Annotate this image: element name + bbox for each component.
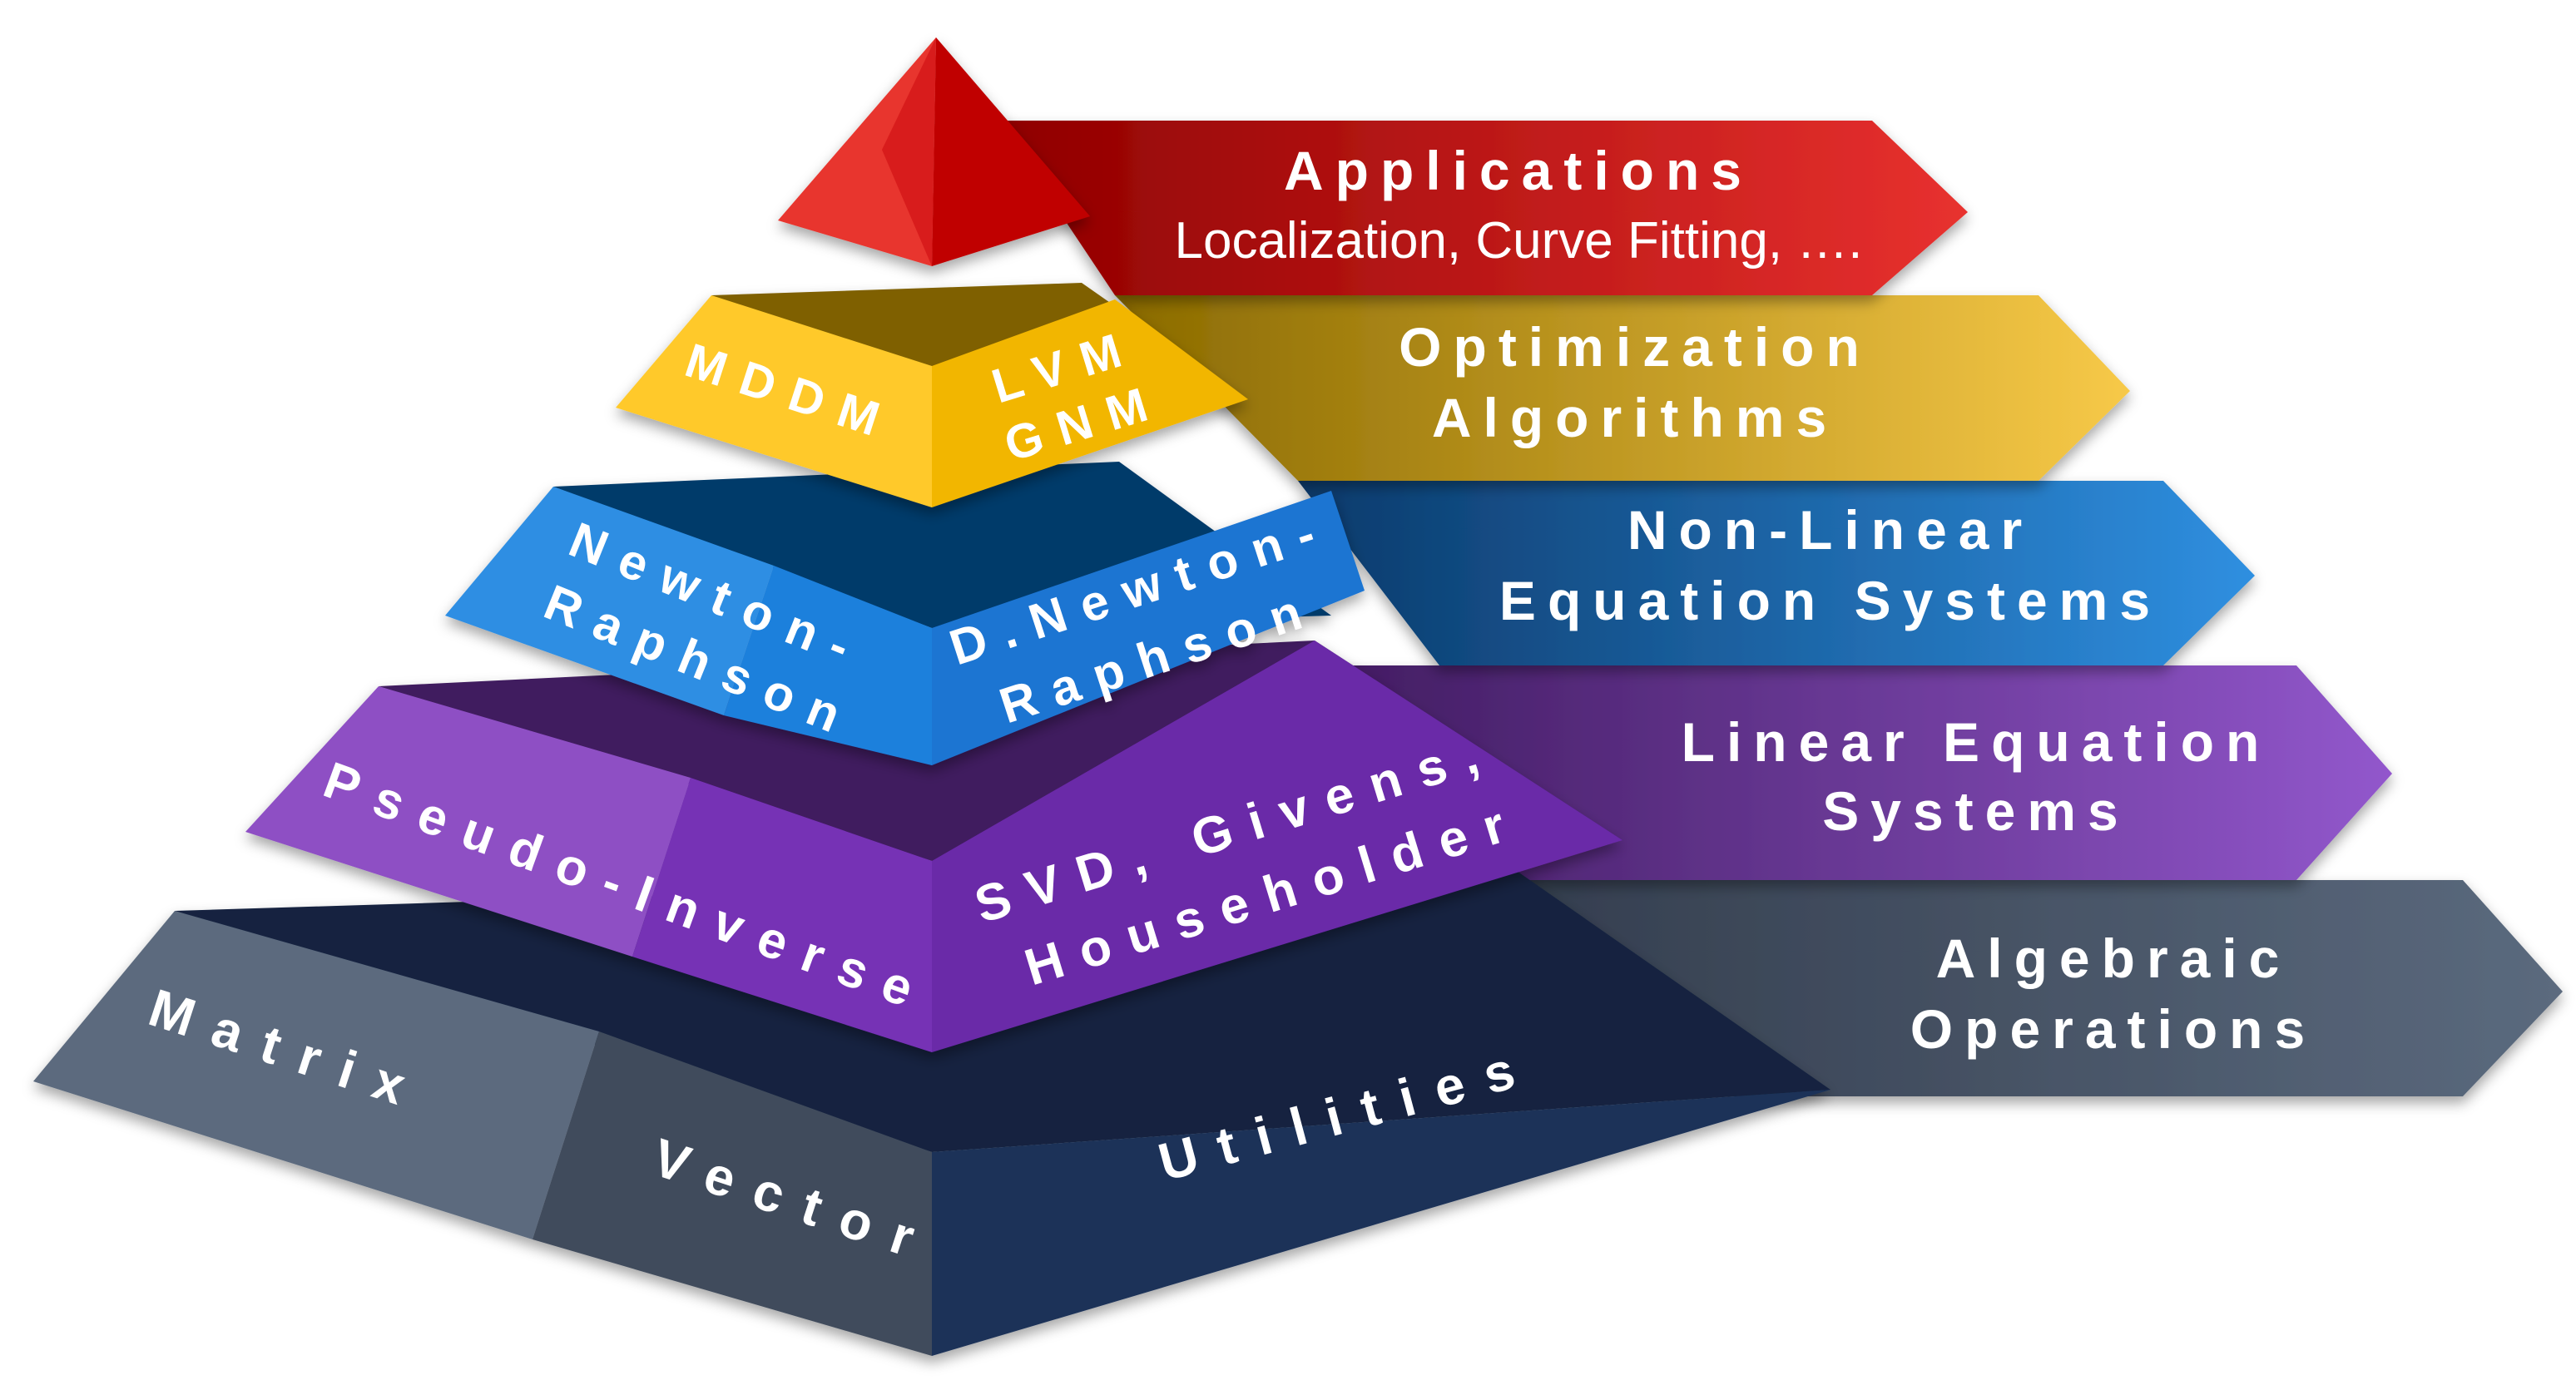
arrow-algebraic-title-line2: Operations (1910, 998, 2316, 1060)
layer-nonlinear-face-left-b (724, 566, 932, 765)
layer-nonlinear-face-left-a (445, 487, 774, 715)
layer-optimization-face-right (932, 299, 1248, 507)
layer-optimization: MDDM LVM GNM (616, 283, 1248, 507)
arrow-applications-subtitle: Localization, Curve Fitting, …. (1174, 212, 1862, 270)
layer-linear-face-left-b (632, 778, 932, 1052)
layer-algebraic-face-utilities (932, 1090, 1830, 1356)
layer-linear-face-left-a (245, 686, 691, 957)
layer-algebraic-face-vector (533, 1031, 932, 1356)
arrow-optimization-algorithms: Optimization Algorithms (1115, 295, 2130, 481)
arrow-optimization-shape (1115, 295, 2130, 481)
arrow-nonlinear-title-line1: Non-Linear (1627, 499, 2034, 561)
layer-algebraic-face-matrix (33, 911, 599, 1239)
arrow-applications-title: Applications (1284, 140, 1753, 201)
layer-optimization-face-left (616, 295, 932, 507)
apex-face-right (932, 37, 1090, 266)
apex-face-left (778, 37, 936, 266)
layer-nonlinear-face-right (932, 491, 1365, 765)
arrow-algebraic-title-line1: Algebraic (1936, 927, 2291, 989)
arrow-optimization-title-line1: Optimization (1399, 316, 1871, 378)
arrow-linear-title-line2: Systems (1822, 780, 2130, 842)
arrow-nonlinear-shape (1298, 481, 2255, 665)
arrow-linear-title-line1: Linear Equation (1682, 711, 2271, 773)
arrow-optimization-title-line2: Algorithms (1432, 387, 1838, 448)
apex-highlight (882, 37, 936, 266)
arrow-nonlinear-title-line2: Equation Systems (1499, 570, 2162, 631)
layer-linear-face-right (932, 641, 1622, 1052)
layer-applications-apex (778, 37, 1090, 266)
arrow-applications-shape (998, 121, 1968, 295)
layer-nonlinear: Newton- Raphson D.Newton- Raphson (445, 462, 1365, 765)
arrow-applications: Applications Localization, Curve Fitting… (998, 121, 1968, 295)
arrow-nonlinear-equation-systems: Non-Linear Equation Systems (1298, 481, 2255, 665)
